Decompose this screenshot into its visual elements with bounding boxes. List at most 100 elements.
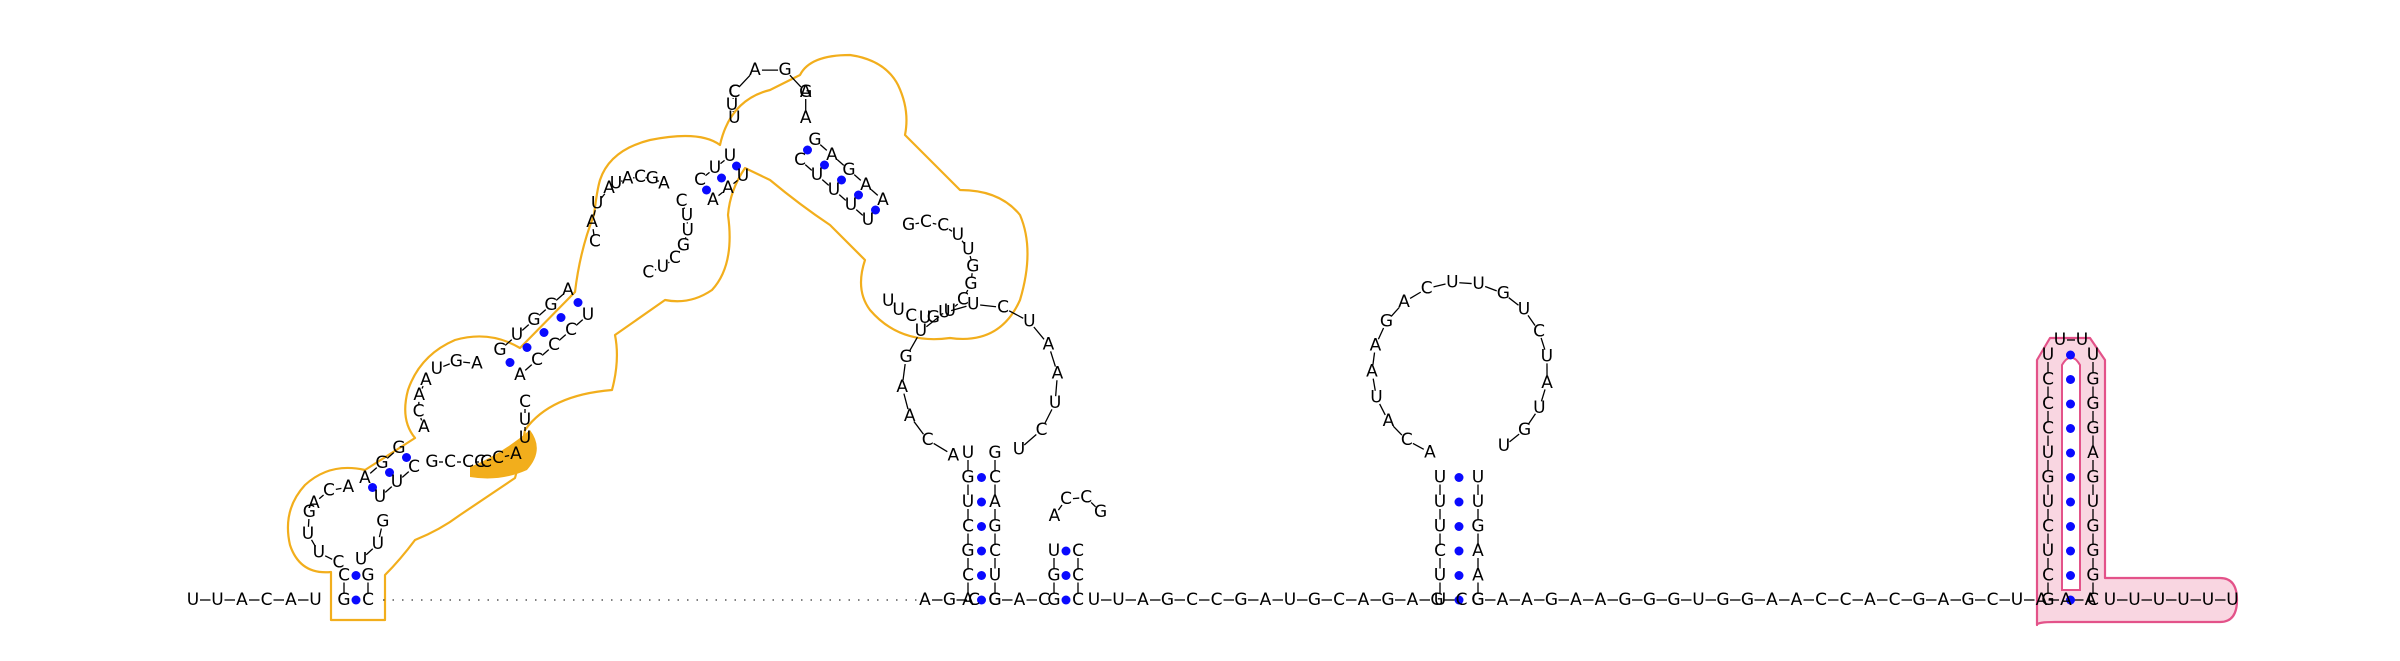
linker2-nucleotide: G — [1912, 590, 1925, 610]
linker1-nucleotide: G — [1161, 590, 1174, 610]
backbone-bond — [378, 528, 382, 538]
domain1-loop2-nucleotide: A — [471, 354, 483, 374]
backbone-bond — [908, 336, 918, 352]
backbone-bond — [965, 289, 969, 294]
base-pair-dot — [854, 190, 863, 200]
hairpin3-stem-nucleotide: U — [1434, 492, 1446, 512]
hairpin3-stem-nucleotide: G — [1471, 590, 1484, 610]
backbone-bond — [620, 180, 623, 182]
backbone-bond — [705, 171, 710, 177]
domain1-stem3-nucleotide: U — [582, 305, 594, 325]
domain1-hairpin-nucleotide: A — [800, 108, 812, 128]
domain1-loop2-nucleotide: C — [413, 401, 425, 421]
hairpin2-loop-nucleotide: U — [1049, 393, 1061, 413]
hairpin3-stem-nucleotide: U — [1472, 492, 1484, 512]
linker1-nucleotide: C — [1211, 590, 1223, 610]
linker2-nucleotide: A — [2036, 590, 2048, 610]
domain1-loop4-nucleotide: U — [952, 225, 964, 245]
backbone-bond — [335, 487, 342, 490]
small-hairpin-nucleotide: C — [1072, 590, 1084, 610]
domain1-loop3-nucleotide: G — [677, 235, 690, 255]
domain1-junction-nucleotide: G — [425, 452, 438, 472]
hairpin3-loop-nucleotide: A — [1370, 336, 1382, 356]
backbone-bond — [1527, 314, 1536, 326]
five-prime-nucleotide: A — [285, 590, 297, 610]
terminator-stem-nucleotide: G — [2086, 468, 2099, 488]
backbone-bond — [804, 164, 813, 171]
domain1-loop3-nucleotide: U — [681, 221, 693, 241]
backbone-bond — [821, 179, 830, 186]
linker1-nucleotide: C — [1186, 590, 1198, 610]
backbone-bond — [950, 305, 967, 312]
base-pair-dot — [385, 468, 394, 477]
domain1-loop1-nucleotide: U — [372, 534, 384, 554]
backbone-bonds — [200, 69, 2226, 601]
domain1-stem3-nucleotide: C — [548, 335, 560, 355]
linker2-nucleotide: A — [1595, 590, 1607, 610]
domain1-stem3-nucleotide: U — [519, 428, 531, 448]
domain1-hairpin-nucleotide: G — [779, 60, 792, 80]
linker2-nucleotide: A — [1791, 590, 1803, 610]
hairpin3-loop-nucleotide: A — [1398, 292, 1410, 312]
five-prime-nucleotide: A — [236, 590, 248, 610]
hairpin2-stem-nucleotide: U — [989, 566, 1001, 586]
base-pair-dot — [1061, 546, 1071, 556]
domain1-loop4-nucleotide: G — [966, 256, 979, 276]
terminator-loop-nucleotide: U — [2076, 330, 2088, 350]
base-pair-dot — [351, 595, 361, 605]
terminator-stem-nucleotide: U — [2087, 345, 2099, 365]
domain1-loop4-nucleotide: C — [920, 212, 932, 232]
domain1-stem1-nucleotide: C — [362, 590, 374, 610]
base-pair-dot — [2066, 571, 2075, 580]
base-pair-dot — [977, 571, 986, 580]
base-pair-dot — [1061, 595, 1071, 605]
domain1-hairpin-nucleotide: U — [726, 95, 738, 115]
highlighted-nucleotide: A — [510, 444, 522, 464]
backbone-bond — [902, 364, 906, 381]
hairpin3-loop-nucleotide: G — [1380, 312, 1393, 332]
backbone-bond — [592, 229, 595, 235]
hairpin3-stem-nucleotide: U — [1434, 590, 1446, 610]
domain1-loop3-nucleotide: A — [603, 178, 615, 198]
hairpin2-stem-nucleotide: C — [962, 517, 974, 537]
domain1-loop4-nucleotide: G — [964, 274, 977, 294]
hairpin3-loop-nucleotide: U — [1541, 346, 1553, 366]
small-hairpin-nucleotide: G — [1047, 566, 1060, 586]
hairpin2-loop-nucleotide: U — [915, 321, 927, 341]
domain1-hairpin-nucleotide: A — [800, 82, 812, 102]
domain1-loop1-nucleotide: G — [303, 502, 316, 522]
five-prime-nucleotide: C — [261, 590, 273, 610]
hairpin3-loop-nucleotide: U — [1498, 436, 1510, 456]
hairpin2-junction-nucleotide: A — [919, 590, 931, 610]
backbone-bond — [733, 179, 738, 185]
five-prime-nucleotide: U — [211, 590, 223, 610]
domain1-junction-nucleotide: C — [444, 452, 456, 472]
terminator-tail-nucleotide: U — [2104, 590, 2116, 610]
domain1-loop3-nucleotide: C — [669, 248, 681, 268]
backbone-bond — [1509, 433, 1520, 443]
domain1-loop4-nucleotide: G — [927, 307, 940, 327]
domain1-loop2-nucleotide: U — [431, 359, 443, 379]
domain1-loop3-nucleotide: U — [591, 194, 603, 214]
base-pair-dot — [803, 145, 812, 155]
hairpin2-stem-nucleotide: U — [962, 492, 974, 512]
domain1-loop3-nucleotide: U — [681, 205, 693, 225]
backbone-bond — [521, 324, 530, 331]
domain1-stem4-nucleotide: U — [737, 166, 749, 186]
base-pair-dots — [351, 145, 2075, 605]
backbone-bond — [1540, 389, 1546, 402]
domain1-stem3-nucleotide: C — [519, 392, 531, 412]
domain1-loop4-nucleotide: U — [919, 308, 931, 328]
hairpin3-loop-nucleotide: C — [1421, 279, 1433, 299]
domain1-stem2-nucleotide: A — [359, 468, 371, 488]
linker2-nucleotide: G — [1961, 590, 1974, 610]
domain1-loop2-nucleotide: A — [418, 417, 430, 437]
terminator-loop-nucleotide: U — [2054, 330, 2066, 350]
backbone-bond — [310, 539, 316, 547]
terminator-tail-nucleotide: U — [2128, 590, 2140, 610]
hairpin2-junction-nucleotide: G — [988, 590, 1001, 610]
terminator-stem-nucleotide: U — [2042, 443, 2054, 463]
backbone-bond — [324, 555, 333, 560]
backbone-bond — [504, 339, 513, 346]
highlighted-nucleotide: C — [492, 448, 504, 468]
